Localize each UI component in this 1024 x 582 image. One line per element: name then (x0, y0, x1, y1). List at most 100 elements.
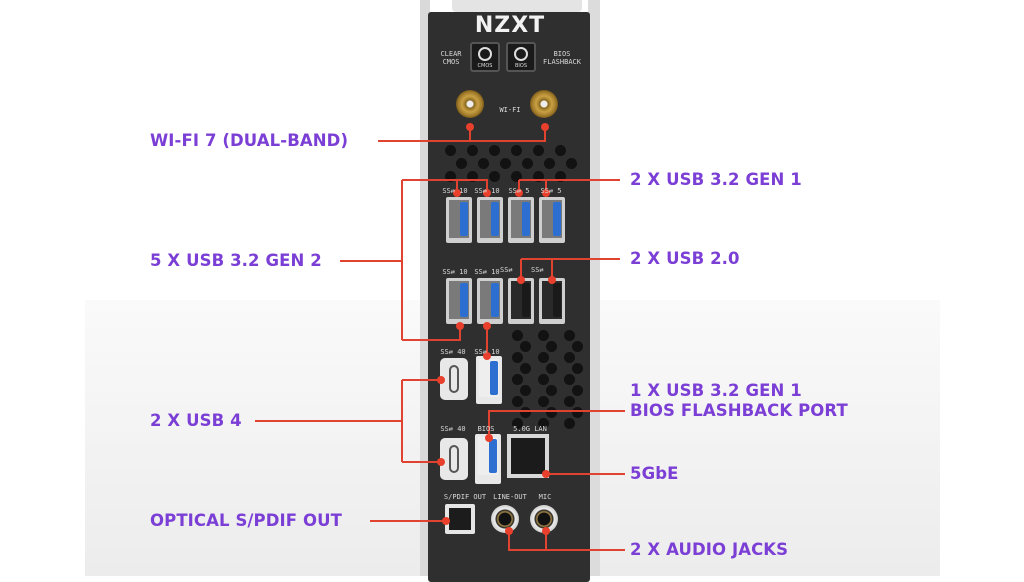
optical-spdif-port[interactable] (445, 504, 475, 534)
vent-hole (544, 158, 555, 169)
usb-speed-label: SS⇄ 10 (442, 187, 468, 195)
vent-hole (564, 330, 575, 341)
clear-cmos-label: CLEAR CMOS (440, 50, 462, 66)
usb-speed-label: SS⇄ 10 (474, 187, 500, 195)
leader-usb2 (551, 258, 620, 278)
callout-dot (483, 189, 491, 197)
bios-flashback-icon (514, 47, 528, 61)
vent-hole (572, 341, 583, 352)
usb-a-port-gen2[interactable] (476, 356, 502, 404)
vent-hole (572, 407, 583, 418)
callout-dot (541, 123, 549, 131)
usb-speed-label: SS⇄ 5 (508, 187, 530, 195)
callout-dot (485, 434, 493, 442)
callout-dot (542, 189, 550, 197)
callout-usb-gen1: 2 X USB 3.2 GEN 1 (630, 170, 802, 189)
callout-usb-gen2: 5 X USB 3.2 GEN 2 (150, 251, 322, 270)
bios-flashback-usb-port[interactable] (475, 434, 501, 484)
callout-dot (466, 123, 474, 131)
usb-a-port-gen2[interactable] (446, 278, 472, 324)
io-shield-right-rail (588, 0, 600, 576)
vent-hole (467, 171, 478, 182)
vent-hole (533, 145, 544, 156)
brand-logo: NZXT (474, 13, 546, 38)
vent-hole (572, 363, 583, 374)
usb-a-port-gen1[interactable] (508, 197, 534, 243)
callout-wifi: WI-FI 7 (DUAL-BAND) (150, 131, 349, 150)
usb-2-port[interactable] (539, 278, 565, 324)
callout-usb2: 2 X USB 2.0 (630, 249, 740, 268)
callout-dot (542, 527, 550, 535)
usb-speed-label: SS⇄ 5 (540, 187, 562, 195)
vent-hole (564, 374, 575, 385)
callout-bios-port-line2: BIOS FLASHBACK PORT (630, 401, 848, 420)
line-out-label: LINE-OUT (493, 493, 527, 501)
vent-hole (564, 352, 575, 363)
callout-lan: 5GbE (630, 464, 679, 483)
leader-audio (508, 531, 625, 551)
vent-hole (489, 145, 500, 156)
usb-c-speed-label: SS⇄ 40 (440, 425, 466, 433)
bios-flashback-button[interactable]: BIOS (506, 42, 536, 72)
vent-hole (512, 374, 523, 385)
vent-hole (520, 407, 531, 418)
callout-spdif: OPTICAL S/PDIF OUT (150, 511, 342, 530)
vent-hole (572, 385, 583, 396)
vent-hole (546, 385, 557, 396)
vent-hole (564, 418, 575, 429)
callout-dot (483, 352, 491, 360)
vent-hole (520, 363, 531, 374)
vent-hole (546, 341, 557, 352)
wifi-antenna-connector-2[interactable] (530, 90, 558, 118)
vent-hole (456, 158, 467, 169)
callout-dot (517, 276, 525, 284)
vent-hole (520, 341, 531, 352)
vent-hole (512, 396, 523, 407)
usb-a-port-gen2[interactable] (446, 197, 472, 243)
usb4-type-c-port[interactable] (440, 438, 468, 480)
cmos-button-text: CMOS (477, 63, 493, 69)
vent-hole (511, 171, 522, 182)
usb-speed-label: SS⇄ (531, 266, 544, 274)
vent-hole (467, 145, 478, 156)
callout-dot (442, 517, 450, 525)
vent-hole (538, 352, 549, 363)
vent-hole (520, 385, 531, 396)
callout-dot (453, 189, 461, 197)
mic-label: MIC (538, 493, 552, 501)
usb-a-port-gen2[interactable] (477, 197, 503, 243)
usb-2-port[interactable] (508, 278, 534, 324)
clear-cmos-button[interactable]: CMOS (470, 42, 500, 72)
usb-a-port-gen1[interactable] (539, 197, 565, 243)
callout-audio: 2 X AUDIO JACKS (630, 540, 789, 559)
vent-hole (566, 158, 577, 169)
wifi-antenna-connector-1[interactable] (456, 90, 484, 118)
io-shield-top-tab (452, 0, 582, 12)
vent-hole (445, 171, 456, 182)
vent-hole (538, 374, 549, 385)
bios-button-text: BIOS (514, 63, 527, 69)
usb-a-port-gen2[interactable] (477, 278, 503, 324)
vent-hole (555, 145, 566, 156)
usb-speed-label: SS⇄ (500, 266, 513, 274)
spdif-label: S/PDIF OUT (443, 493, 487, 501)
wifi-label: WI-FI (499, 106, 521, 114)
vent-hole (511, 145, 522, 156)
vent-hole (538, 330, 549, 341)
callout-dot (483, 322, 491, 330)
ethernet-5gbe-port[interactable] (507, 434, 549, 478)
vent-hole (512, 352, 523, 363)
callout-bios-port-line1: 1 X USB 3.2 GEN 1 (630, 381, 802, 400)
line-out-jack[interactable] (491, 505, 519, 533)
leader-wifi-1 (378, 127, 471, 142)
bios-flashback-label: BIOS FLASHBACK (543, 50, 581, 66)
leader-usb-gen2-a (402, 179, 488, 193)
callout-usb4: 2 X USB 4 (150, 411, 242, 430)
usb-c-speed-label: SS⇄ 40 (440, 348, 466, 356)
vent-hole (555, 171, 566, 182)
usb-speed-label: SS⇄ 10 (442, 268, 468, 276)
lan-label: 5.0G LAN (513, 425, 547, 433)
vent-hole (538, 418, 549, 429)
leader-wifi-2 (470, 127, 546, 142)
